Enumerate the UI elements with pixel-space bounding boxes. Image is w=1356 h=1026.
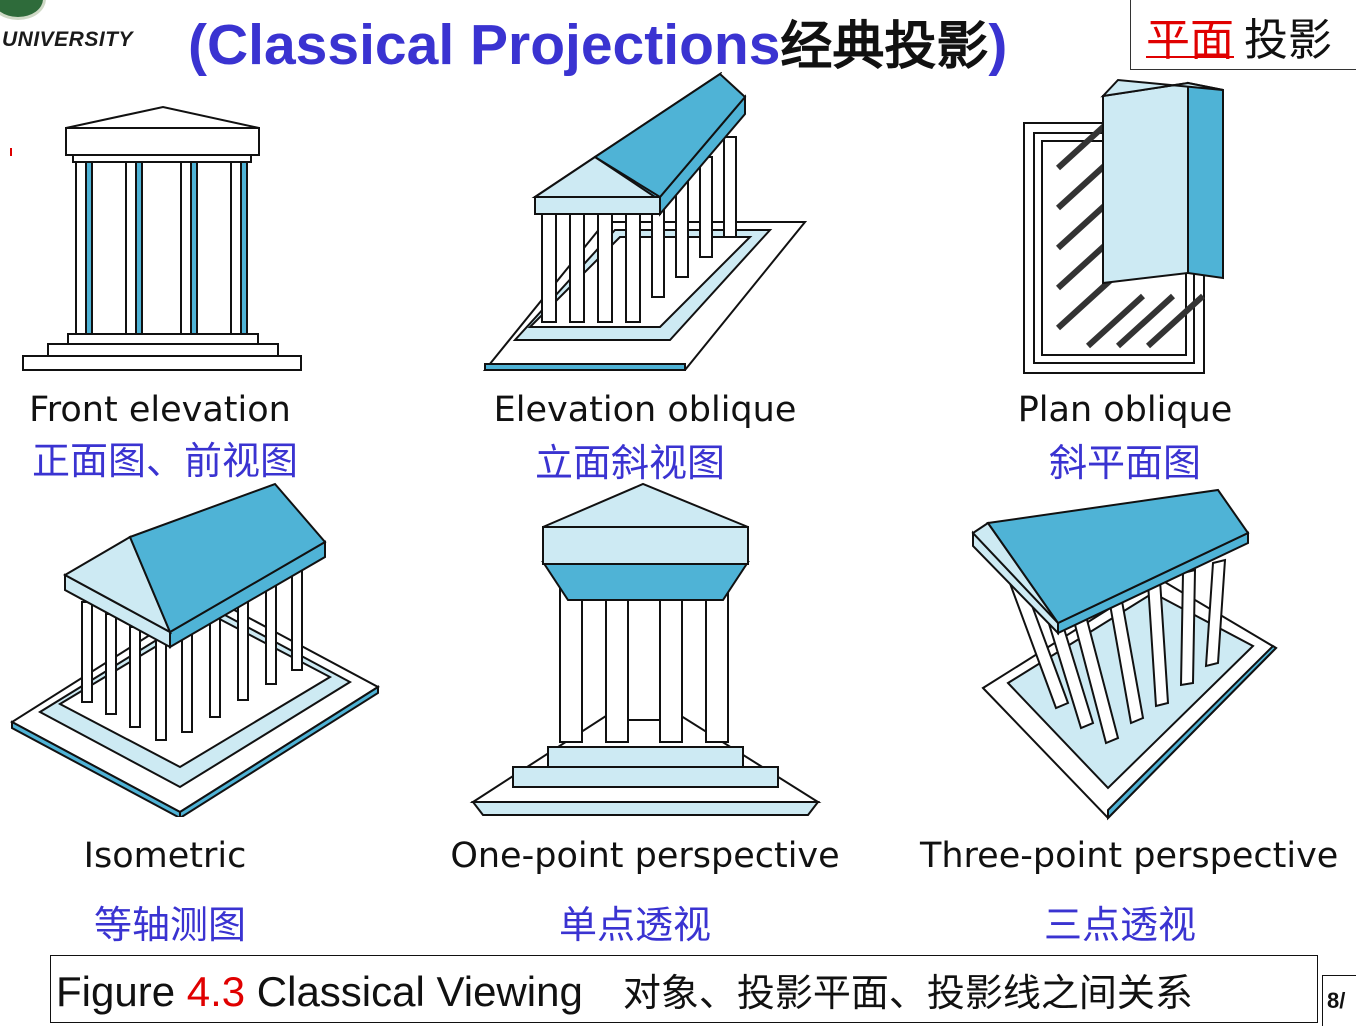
label-front-elevation-cn: 正面图、前视图: [31, 439, 298, 483]
title-close-paren: ): [988, 13, 1008, 77]
caption-cn: 对象、投影平面、投影线之间关系: [622, 971, 1193, 1015]
elevation-oblique-temple-icon: [482, 72, 808, 371]
front-elevation-temple-icon: [22, 105, 302, 371]
university-logo-emblem: [0, 0, 46, 20]
caption-number: 4.3: [186, 968, 246, 1015]
label-elevation-oblique: Elevation oblique: [493, 390, 797, 430]
one-point-perspective-temple-icon: [469, 482, 822, 816]
label-plan-oblique: Plan oblique: [1017, 390, 1233, 430]
caption-box: [50, 955, 1318, 1023]
section-tag-text: 投影: [1244, 15, 1332, 66]
university-logo-text: UNIVERSITY: [2, 28, 134, 51]
label-isometric: Isometric: [83, 836, 247, 876]
section-tag-box: [1130, 0, 1356, 70]
title-english: (Classical Projections: [188, 13, 781, 77]
page-number-box: [1322, 975, 1356, 1026]
three-point-perspective-temple-icon: [971, 488, 1278, 821]
page-number: 8/: [1327, 988, 1346, 1013]
label-plan-oblique-cn: 斜平面图: [1048, 441, 1201, 485]
plan-oblique-temple-icon: [1023, 78, 1224, 374]
title-chinese: 经典投影: [780, 17, 989, 77]
label-one-point-perspective: One-point perspective: [450, 836, 840, 876]
section-tag-highlight[interactable]: 平面: [1146, 15, 1234, 66]
label-isometric-cn: 等轴测图: [93, 903, 246, 947]
figure-caption: Figure 4.3 Classical Viewing 对象、投影平面、投影线之…: [56, 962, 1193, 1017]
caption-prefix: Figure: [56, 968, 187, 1015]
label-front-elevation: Front elevation: [29, 390, 291, 430]
label-one-point-perspective-cn: 单点透视: [558, 903, 711, 947]
label-three-point-perspective-cn: 三点透视: [1043, 903, 1196, 947]
caption-title: Classical Viewing: [245, 968, 583, 1015]
isometric-temple-icon: [10, 482, 380, 817]
label-three-point-perspective: Three-point perspective: [920, 836, 1339, 876]
label-elevation-oblique-cn: 立面斜视图: [534, 441, 725, 485]
margin-mark: [10, 148, 12, 156]
slide-title: (Classical Projections经典投影): [188, 4, 1007, 79]
